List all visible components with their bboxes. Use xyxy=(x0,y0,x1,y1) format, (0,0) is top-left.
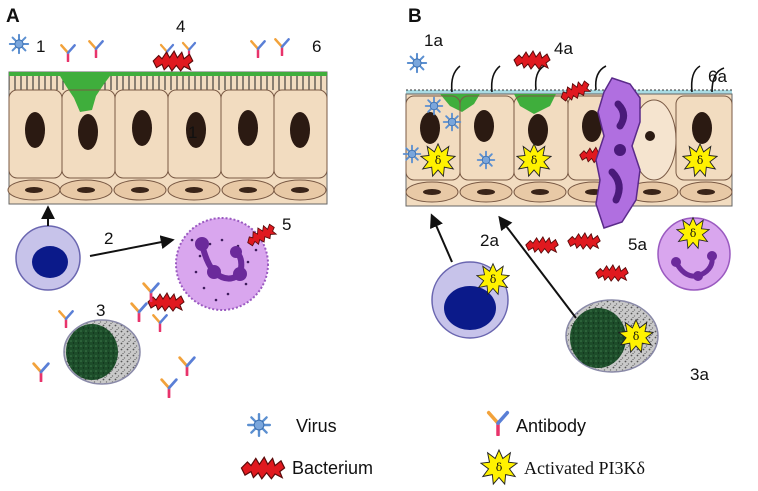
antibody-icon xyxy=(486,410,510,436)
mucus-layer-a xyxy=(9,72,327,76)
virus-icon xyxy=(8,33,30,55)
bacterium-icon xyxy=(240,456,286,480)
legend-antibody: Antibody xyxy=(516,416,586,436)
bacterium-icon xyxy=(152,50,194,72)
antibody-icon xyxy=(60,44,76,62)
antibody-icon xyxy=(274,38,290,56)
svg-text:δ: δ xyxy=(531,154,538,167)
b-cell-a xyxy=(15,225,81,291)
mucus-blob-a xyxy=(60,76,110,112)
legend-virus: Virus xyxy=(296,416,337,436)
neutrophil-b xyxy=(657,217,731,291)
label-6a: 6a xyxy=(708,67,727,86)
bacterium-icon xyxy=(595,264,629,282)
label-5a: 5a xyxy=(628,235,647,254)
virus-icon xyxy=(402,144,422,164)
virus-icon xyxy=(246,412,272,438)
pi3k-marker: δ xyxy=(420,143,456,177)
panel-a: A 1 1 2 3 4 5 6 xyxy=(6,6,328,398)
arrow-b-cell-to-epithelium xyxy=(430,213,453,263)
svg-text:δ: δ xyxy=(697,154,704,167)
columnar-cells-a xyxy=(8,89,328,179)
plasma-cell-b xyxy=(565,299,659,373)
antibody-icon xyxy=(32,362,50,382)
legend-bacterium: Bacterium xyxy=(292,458,373,478)
svg-text:δ: δ xyxy=(490,273,497,286)
antibody-icon xyxy=(152,314,168,332)
svg-text:δ: δ xyxy=(435,154,442,167)
virus-icon xyxy=(442,112,462,132)
goblet-cell-b xyxy=(631,99,677,181)
neutrophil-a xyxy=(175,217,269,311)
label-1-cell: 1 xyxy=(188,123,197,142)
bacterium-icon xyxy=(567,232,601,250)
pi3k-marker: δ xyxy=(516,143,552,177)
bacterium-icon xyxy=(525,236,559,254)
bacterium-icon xyxy=(147,292,185,312)
sparse-cilia-b xyxy=(450,65,725,93)
virus-icon xyxy=(476,150,496,170)
label-3: 3 xyxy=(96,301,105,320)
antibody-icon xyxy=(250,40,266,58)
label-3a: 3a xyxy=(690,365,709,384)
svg-text:δ: δ xyxy=(496,461,503,474)
svg-text:δ: δ xyxy=(690,227,697,240)
pi3k-marker: δ xyxy=(618,319,654,353)
virus-icon xyxy=(406,52,428,74)
pi3k-legend-icon: δ xyxy=(480,449,518,485)
label-4: 4 xyxy=(176,17,185,36)
pi3k-marker: δ xyxy=(676,217,710,249)
nuclei-b xyxy=(420,110,712,146)
antibody-icon xyxy=(130,302,148,322)
antibody-icon xyxy=(58,310,74,328)
panel-label-b: B xyxy=(408,6,422,27)
legend: Virus Antibody Bacterium δ Activated PI3… xyxy=(240,410,645,485)
basal-cells-a xyxy=(7,179,327,201)
bacterium-icon xyxy=(513,50,551,70)
label-2: 2 xyxy=(104,229,113,248)
antibody-icon xyxy=(160,378,178,398)
transmigrating-neutrophil-b xyxy=(595,77,641,229)
basal-cells-b xyxy=(405,181,733,203)
label-5: 5 xyxy=(282,215,291,234)
columnar-cells-b xyxy=(405,95,733,181)
nuclei-a xyxy=(25,110,310,150)
cilia-a xyxy=(9,76,327,90)
label-6: 6 xyxy=(312,37,321,56)
pi3k-marker: δ xyxy=(682,143,718,177)
arrow-plasma-cell-to-epithelium xyxy=(498,215,577,319)
antibody-icon xyxy=(178,356,196,376)
arrow-to-neutrophil-a xyxy=(89,235,175,257)
svg-text:δ: δ xyxy=(633,330,640,343)
mucus-blob-b2 xyxy=(514,94,556,114)
label-4a: 4a xyxy=(554,39,573,58)
label-1a: 1a xyxy=(424,31,443,50)
label-1: 1 xyxy=(36,37,45,56)
pi3k-marker: δ xyxy=(476,263,510,295)
antibody-icon xyxy=(88,40,104,58)
antibody-icon xyxy=(142,282,160,302)
plasma-cell-a xyxy=(63,319,141,385)
label-2a: 2a xyxy=(480,231,499,250)
panel-b: δ δ δ δ xyxy=(402,6,733,384)
legend-pi3k: Activated PI3Kδ xyxy=(524,458,645,478)
virus-icon xyxy=(424,96,444,116)
panel-label-a: A xyxy=(6,6,20,27)
